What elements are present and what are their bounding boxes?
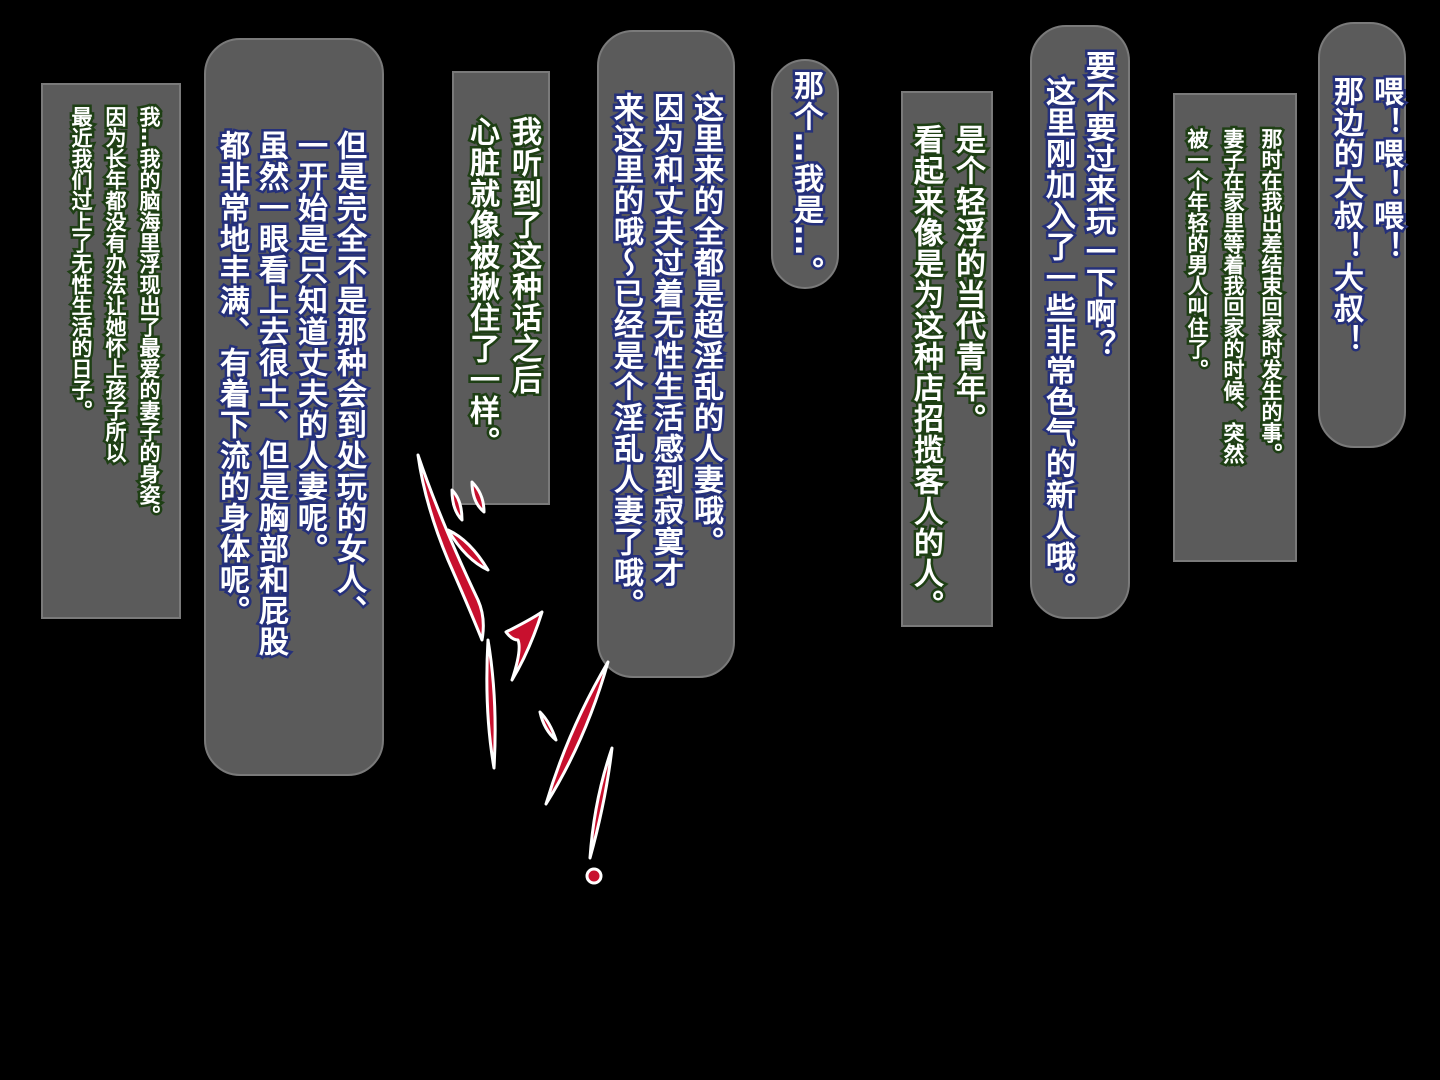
narration-line: 因为长年都没有办法让她怀上孩子所以 — [101, 104, 130, 466]
sfx-stroke — [446, 528, 490, 572]
narration-line: 被一个年轻的男人叫住了。 — [1183, 126, 1212, 383]
speech-bubble-not-that-kind — [204, 38, 384, 776]
sfx-stroke — [538, 710, 558, 742]
narration-line: 最近我们过上了无性生活的日子。 — [67, 104, 96, 424]
speech-line: 要不要过来玩一下啊？ — [1078, 48, 1118, 363]
narration-box-heart — [452, 71, 550, 505]
speech-bubble-um — [771, 59, 839, 289]
speech-line: 那边的大叔！大叔！ — [1326, 74, 1366, 358]
speech-bubble-invite — [1030, 25, 1130, 619]
speech-bubble-hey — [1318, 22, 1406, 448]
sfx-stroke — [470, 480, 486, 514]
sfx-stroke — [544, 660, 610, 806]
speech-line: 那个…我是…。 — [786, 68, 826, 290]
speech-line: 虽然一眼看上去很土、但是胸部和屁股 — [251, 128, 291, 660]
speech-line: 这里刚加入了一些非常色气的新人哦。 — [1038, 74, 1078, 606]
sfx-stroke — [588, 746, 614, 860]
narration-line: 那时在我出差结束回家时发生的事。 — [1257, 126, 1286, 467]
narration-line: 我听到了这种话之后 — [504, 114, 544, 398]
speech-line: 都非常地丰满、有着下流的身体呢。 — [212, 128, 252, 629]
narration-box-young-man — [901, 91, 993, 627]
narration-box-wife-memory — [41, 83, 181, 619]
narration-line: 看起来像是为这种店招揽客人的人。 — [906, 122, 946, 623]
speech-line: 来这里的哦～已经是个淫乱人妻了哦。 — [606, 90, 646, 622]
speech-line: 这里来的全都是超淫乱的人妻哦。 — [686, 90, 726, 560]
speech-line: 一开始是只知道丈夫的人妻呢。 — [290, 128, 330, 567]
sfx-stroke — [485, 638, 497, 770]
narration-line: 妻子在家里等着我回家的时候、突然 — [1219, 126, 1248, 467]
narration-line: 心脏就像被揪住了一样。 — [462, 114, 502, 460]
sfx-stroke — [504, 610, 544, 682]
sfx-stroke — [450, 488, 464, 522]
speech-line: 喂！喂！喂！ — [1366, 74, 1406, 265]
speech-line: 但是完全不是那种会到处玩的女人、 — [329, 128, 369, 629]
narration-line: 我…我的脑海里浮现出了最爱的妻子的身姿。 — [135, 104, 164, 529]
sfx-stroke — [416, 453, 485, 642]
speech-bubble-wives — [597, 30, 735, 678]
sfx-stroke — [585, 867, 603, 885]
narration-box-business-trip — [1173, 93, 1297, 562]
speech-line: 因为和丈夫过着无性生活感到寂寞才 — [646, 90, 686, 591]
narration-line: 是个轻浮的当代青年。 — [948, 122, 988, 437]
